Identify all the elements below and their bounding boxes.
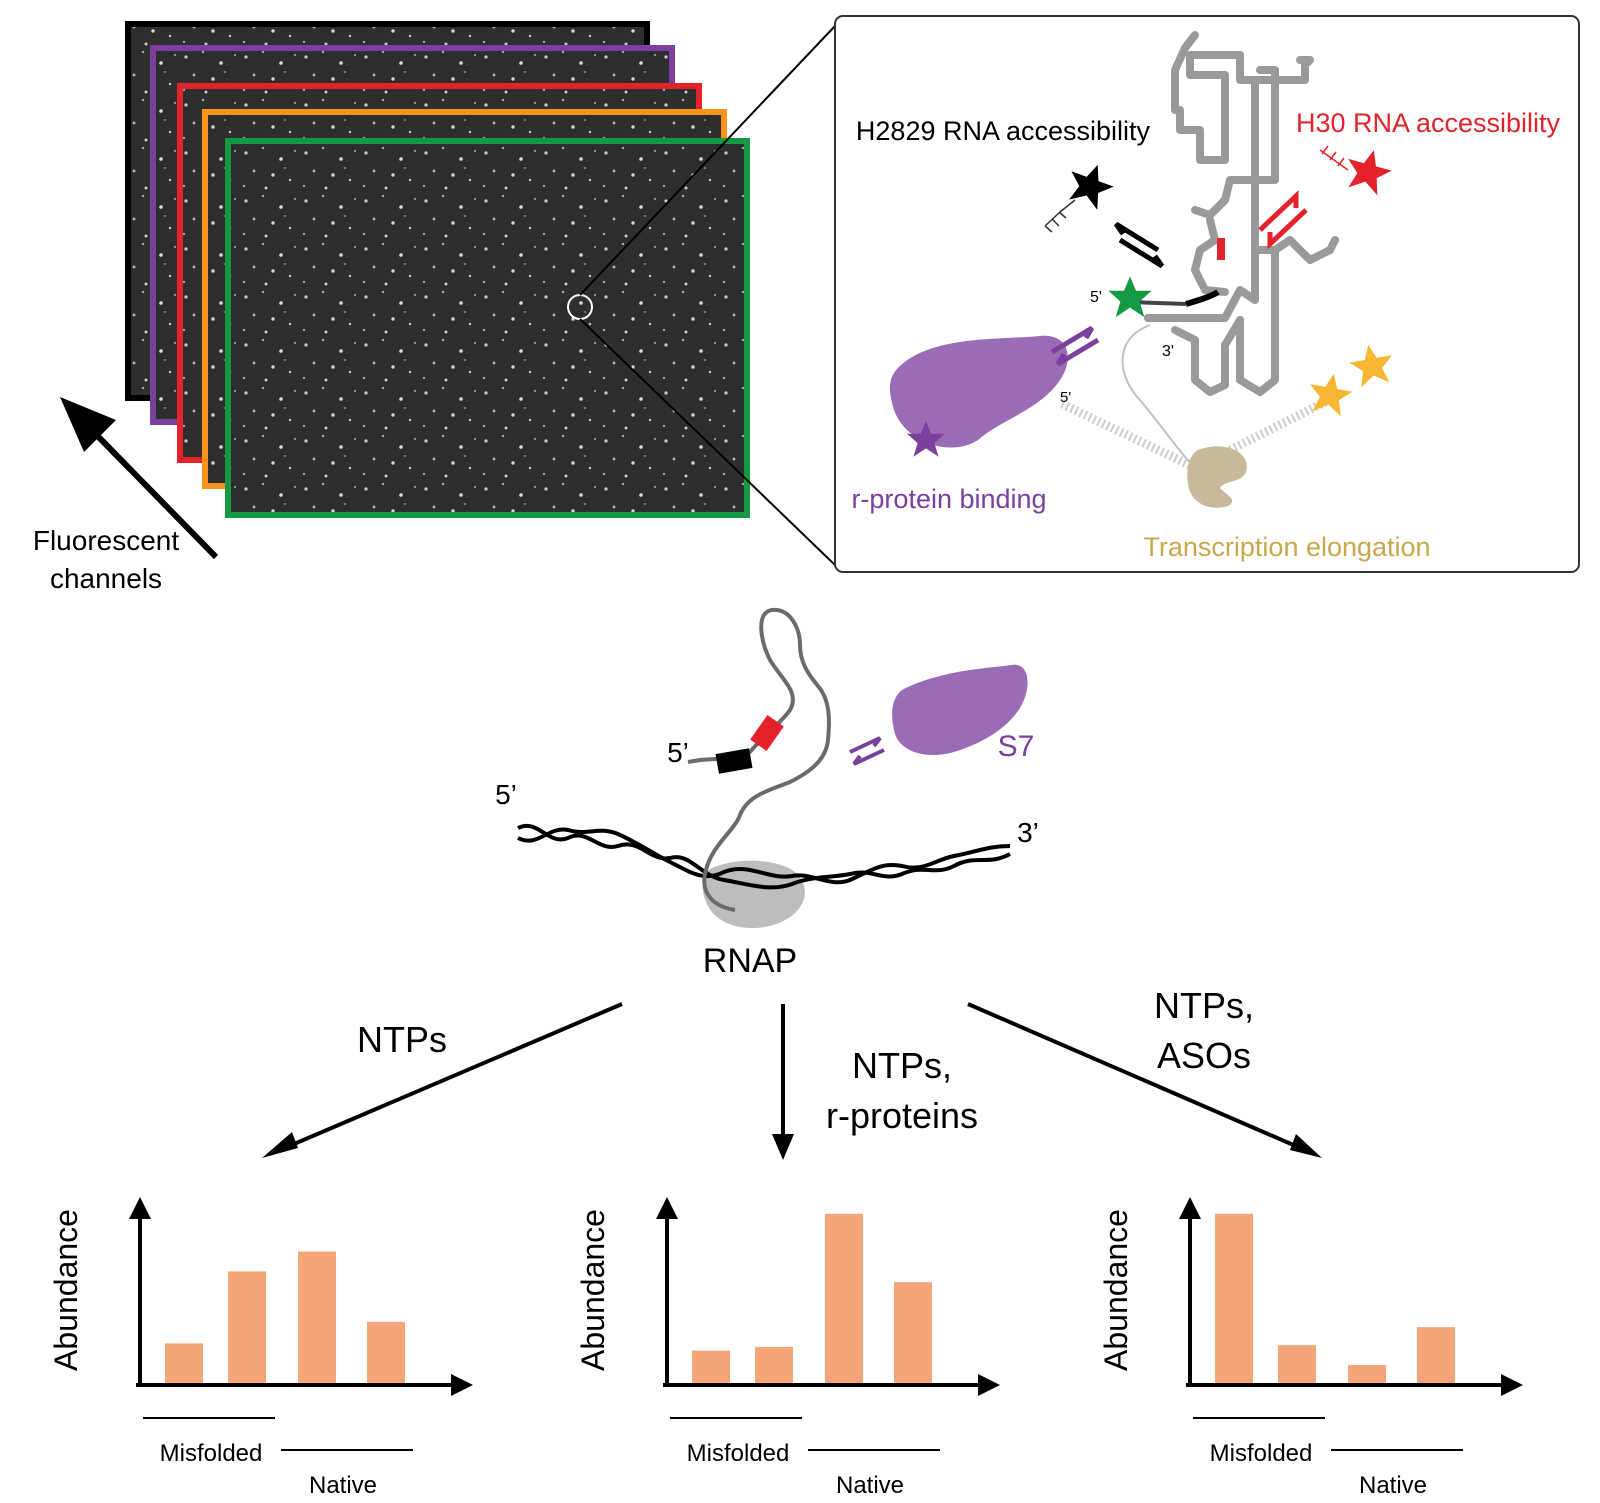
bar-2 bbox=[1278, 1345, 1316, 1383]
bar-4 bbox=[1417, 1327, 1455, 1383]
native-label: Native bbox=[836, 1472, 904, 1499]
arrow-right-label-line2: ASOs bbox=[1157, 1035, 1251, 1076]
bar-1 bbox=[165, 1343, 203, 1383]
gold-dye-star-1 bbox=[1309, 373, 1353, 417]
bar-3 bbox=[825, 1213, 863, 1383]
rna-red-segment bbox=[750, 714, 784, 752]
condition-arrows bbox=[262, 1002, 1322, 1160]
arrow-center-label-line1: NTPs, bbox=[852, 1045, 952, 1086]
y-axis-label: Abundance bbox=[1098, 1209, 1134, 1371]
inset-panel: H2829 RNA accessibility H30 RNA accessib… bbox=[834, 15, 1580, 573]
arrow-left-label: NTPs bbox=[357, 1019, 447, 1060]
arrow-left bbox=[279, 1002, 623, 1152]
bar-2 bbox=[755, 1347, 793, 1383]
transcription-schematic: S7 5’ 5’ 3’ RNAP bbox=[495, 607, 1039, 980]
rna-3prime-tail bbox=[1121, 324, 1199, 471]
inset-dna-upstream bbox=[1060, 399, 1202, 475]
bar-1 bbox=[1215, 1213, 1253, 1383]
bar-2 bbox=[228, 1271, 266, 1383]
misfolded-label: Misfolded bbox=[687, 1440, 790, 1467]
h30-label: H30 RNA accessibility bbox=[1296, 108, 1561, 138]
gold-dye-star-2 bbox=[1349, 344, 1393, 388]
native-label: Native bbox=[309, 1472, 377, 1499]
h2829-label: H2829 RNA accessibility bbox=[856, 116, 1151, 146]
channel-arrow bbox=[60, 397, 219, 560]
rprotein-blob bbox=[889, 335, 1068, 448]
channels-label-line1: Fluorescent bbox=[33, 525, 180, 556]
inset-rna-5prime: 5' bbox=[1090, 289, 1102, 306]
rprotein-label: r-protein binding bbox=[851, 484, 1046, 514]
rna-5prime-label: 5’ bbox=[667, 737, 689, 768]
x-axis-arrowhead bbox=[978, 1374, 1000, 1396]
y-axis-arrowhead bbox=[129, 1197, 151, 1219]
misfolded-label: Misfolded bbox=[1210, 1440, 1313, 1467]
s7-equilibrium-arrows bbox=[849, 736, 885, 766]
y-axis-label: Abundance bbox=[575, 1209, 611, 1371]
arrow-center-label-line2: r-proteins bbox=[826, 1095, 978, 1136]
y-axis-arrowhead bbox=[1179, 1197, 1201, 1219]
dna-strand-1 bbox=[517, 823, 1011, 890]
h30-site-mark bbox=[1217, 238, 1225, 260]
histogram-group: AbundanceMisfoldedNativeAbundanceMisfold… bbox=[48, 1197, 1523, 1499]
channels-label-line2: channels bbox=[50, 563, 162, 594]
h2829-site-mark bbox=[1185, 289, 1220, 307]
red-aso-probe bbox=[1319, 145, 1349, 171]
green-dye-star bbox=[1108, 276, 1152, 318]
dna-3prime-label: 3’ bbox=[1017, 817, 1039, 848]
bar-4 bbox=[894, 1282, 932, 1383]
dna-5prime-label: 5’ bbox=[495, 779, 517, 810]
y-axis-arrowhead bbox=[656, 1197, 678, 1219]
equilibrium-arrows-red bbox=[1258, 190, 1308, 250]
channel-frame-green bbox=[225, 138, 750, 518]
dna-strand-2 bbox=[517, 827, 1011, 885]
black-aso-probe bbox=[1044, 199, 1076, 233]
bar-3 bbox=[298, 1251, 336, 1383]
zoom-line-top bbox=[579, 25, 836, 296]
rnap-label: RNAP bbox=[703, 942, 797, 980]
equilibrium-arrows-black bbox=[1113, 221, 1165, 269]
x-axis-arrowhead bbox=[451, 1374, 473, 1396]
inset-dna-5prime: 5' bbox=[1060, 389, 1071, 406]
bar-1 bbox=[692, 1350, 730, 1383]
y-axis-label: Abundance bbox=[48, 1209, 84, 1371]
arrow-right-label-line1: NTPs, bbox=[1154, 985, 1254, 1026]
x-axis-arrowhead bbox=[1501, 1374, 1523, 1396]
s7-protein bbox=[892, 664, 1028, 756]
nascent-rna bbox=[687, 607, 831, 912]
black-dye-star bbox=[1069, 164, 1114, 210]
inset-rna-3prime: 3' bbox=[1162, 343, 1174, 360]
zoom-line-bottom bbox=[579, 318, 836, 566]
rna-black-segment bbox=[715, 748, 753, 774]
equilibrium-arrows-purple bbox=[1050, 325, 1100, 367]
native-label: Native bbox=[1359, 1472, 1427, 1499]
bar-3 bbox=[1348, 1365, 1386, 1383]
bar-4 bbox=[367, 1321, 405, 1383]
inset-rnap bbox=[1187, 446, 1247, 508]
purple-dye-star bbox=[907, 421, 945, 457]
arrow-right bbox=[967, 1002, 1306, 1152]
s7-label: S7 bbox=[998, 730, 1035, 763]
rna-structure bbox=[1144, 31, 1339, 396]
misfolded-label: Misfolded bbox=[160, 1440, 263, 1467]
transcription-label: Transcription elongation bbox=[1143, 532, 1430, 562]
channel-stack bbox=[125, 21, 750, 518]
red-dye-star bbox=[1348, 150, 1392, 196]
